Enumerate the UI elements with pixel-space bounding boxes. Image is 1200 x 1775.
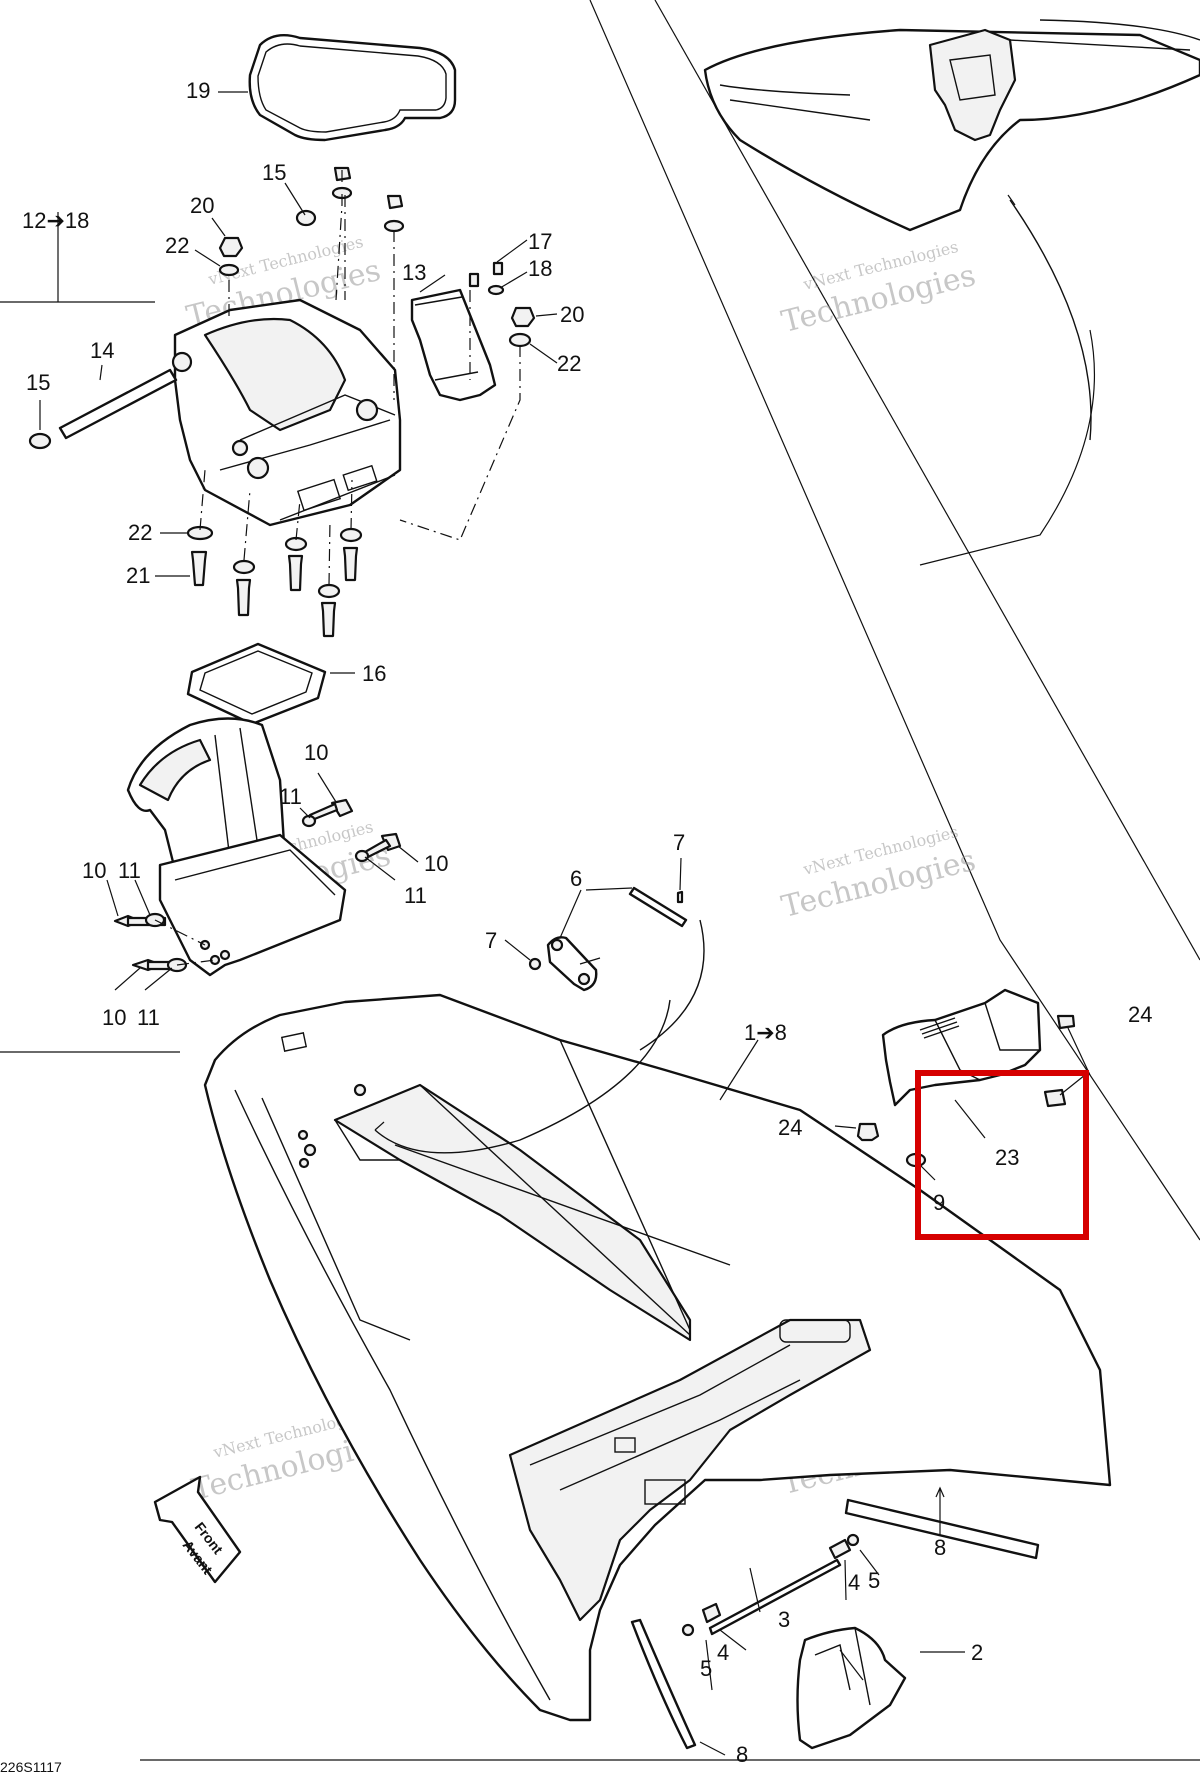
bracket-13	[410, 288, 497, 402]
diagram-code: 226S1117	[0, 1759, 62, 1775]
callout-4: 4	[717, 1640, 729, 1665]
callout-1-8: 1➔8	[744, 1020, 787, 1045]
callout-5: 5	[868, 1568, 880, 1593]
callout-7: 7	[485, 928, 497, 953]
nut-20a	[218, 236, 244, 258]
callout-24: 24	[778, 1115, 802, 1140]
clip-5a	[846, 1533, 860, 1547]
nut-20b	[510, 306, 536, 328]
callout-6: 6	[570, 866, 582, 891]
strip-8b	[630, 1618, 697, 1750]
inset-seat-rear	[703, 19, 1200, 441]
callout-14: 14	[90, 338, 114, 363]
pin-7a	[676, 890, 684, 904]
callout-22: 22	[165, 233, 189, 258]
callout-15: 15	[26, 370, 50, 395]
handle-lower-group	[113, 717, 402, 977]
callout-3: 3	[778, 1607, 790, 1632]
callout-10: 10	[304, 740, 328, 765]
callout-13: 13	[402, 260, 426, 285]
washer-11d	[354, 849, 370, 863]
callout-21: 21	[126, 563, 150, 588]
washer-11c	[301, 814, 317, 828]
callout-11: 11	[404, 883, 427, 908]
screw-17	[492, 261, 504, 276]
highlight-box	[915, 1070, 1089, 1240]
seat-assembly	[203, 993, 1112, 1722]
callout-11: 11	[137, 1005, 160, 1030]
callout-10: 10	[424, 851, 448, 876]
handle-bracket-group	[28, 34, 536, 638]
callout-24: 24	[1128, 1002, 1152, 1027]
callout-labels: 19 12➔18 15 20 22 13 17 18 20 22 14 15 2…	[0, 78, 1152, 1775]
callout-11: 11	[118, 858, 141, 883]
spring-4b	[701, 1602, 722, 1624]
clip-5b	[681, 1623, 695, 1637]
screw-24a	[856, 1122, 880, 1142]
pin-7b	[528, 957, 542, 971]
callout-19: 19	[186, 78, 210, 103]
spring-4a	[828, 1538, 852, 1560]
handle-base-plate	[158, 833, 347, 977]
callout-20: 20	[560, 302, 584, 327]
bracket-23	[881, 988, 1042, 1107]
callout-17: 17	[528, 229, 552, 254]
rod-6b	[628, 886, 688, 928]
pin-14	[58, 368, 178, 440]
callout-20: 20	[190, 193, 214, 218]
callout-4: 4	[848, 1570, 860, 1595]
callout-11: 11	[279, 784, 302, 809]
callout-22: 22	[128, 520, 152, 545]
gasket-19	[248, 34, 457, 142]
latch-group	[630, 1486, 1040, 1756]
callout-23: 23	[995, 1145, 1019, 1170]
strap-group	[528, 886, 705, 1051]
screw-24b	[1056, 1014, 1076, 1030]
callout-7: 7	[673, 830, 685, 855]
washer-22b	[508, 332, 532, 348]
gasket-16	[186, 642, 327, 726]
leader-lines	[39, 91, 880, 1691]
callout-18: 18	[528, 256, 552, 281]
callout-10: 10	[82, 858, 106, 883]
callout-12-18: 12➔18	[22, 208, 89, 233]
strip-8a	[844, 1498, 1040, 1560]
callout-9: 9	[933, 1190, 945, 1215]
cable-3	[708, 1558, 842, 1636]
washer-15a	[28, 432, 52, 450]
washer-18	[487, 284, 505, 296]
seat-body	[203, 993, 1112, 1722]
callout-8: 8	[736, 1742, 748, 1767]
callout-5: 5	[700, 1656, 712, 1681]
callout-8: 8	[934, 1535, 946, 1560]
washer-15b	[295, 209, 317, 227]
callout-2: 2	[971, 1640, 983, 1665]
bolt-10c	[330, 798, 354, 818]
callout-22: 22	[557, 351, 581, 376]
bolt-21	[190, 550, 208, 587]
washer-22a	[218, 263, 240, 277]
callout-15: 15	[262, 160, 286, 185]
callout-16: 16	[362, 661, 386, 686]
latch-2	[796, 1626, 907, 1750]
callout-10: 10	[102, 1005, 126, 1030]
